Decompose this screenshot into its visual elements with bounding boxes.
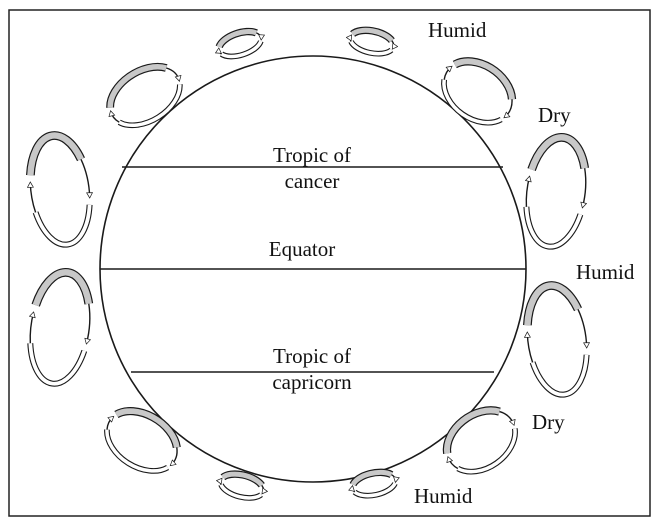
tropic-of-cancer-label-line2: cancer [285, 169, 340, 193]
cell-top-left [219, 32, 261, 57]
diagram-frame [9, 10, 650, 516]
cell-mid-upper-left [30, 136, 89, 245]
dry-label-upper: Dry [538, 103, 571, 127]
tropic-of-capricorn-label-line1: Tropic of [273, 344, 351, 368]
cell-top-right [350, 30, 393, 53]
cell-lower-left [107, 411, 177, 471]
cell-mid-lower-right [527, 286, 586, 395]
humid-label-middle: Humid [576, 260, 634, 284]
cell-mid-lower-left [30, 272, 90, 383]
humid-label-bottom: Humid [414, 484, 472, 508]
tropic-of-capricorn-label-line2: capricorn [272, 370, 351, 394]
tropic-of-cancer-label-line1: Tropic of [273, 143, 351, 167]
dry-label-lower: Dry [532, 410, 565, 434]
humid-label-top: Humid [428, 18, 486, 42]
cell-upper-right [444, 61, 512, 122]
cell-lower-right [447, 410, 515, 471]
equator-label: Equator [269, 237, 335, 261]
cell-mid-upper-right [526, 137, 585, 246]
cell-bottom-right [352, 472, 395, 495]
cell-upper-left [110, 67, 180, 125]
cell-bottom-left [220, 474, 263, 498]
